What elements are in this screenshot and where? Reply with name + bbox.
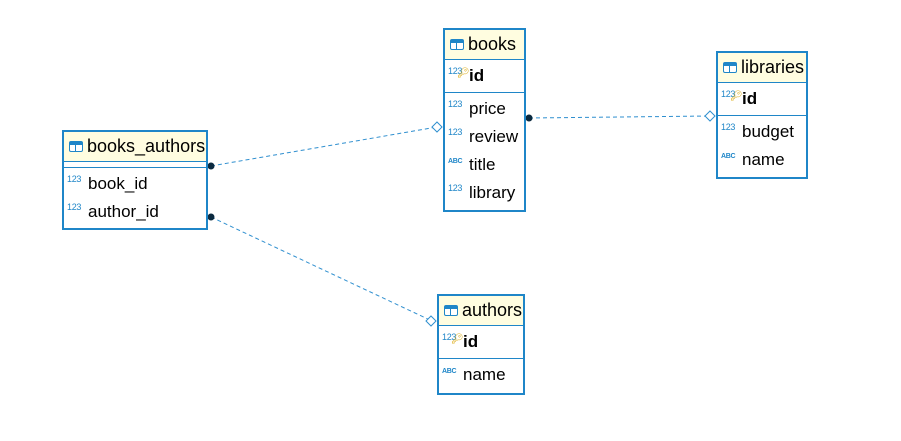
attribute-row[interactable]: 123 author_id [64, 198, 206, 226]
numeric-type-icon: 123 [67, 174, 82, 184]
entity-name: authors [462, 300, 523, 320]
string-type-icon: ABC [448, 157, 463, 165]
attribute-name: price [469, 99, 506, 118]
pk-section: 123🔑︎ id [718, 83, 806, 116]
attribute-name: id [469, 66, 485, 85]
numeric-type-icon: 123 [721, 122, 736, 132]
numeric-type-icon: 123 [67, 202, 82, 212]
attribute-row[interactable]: 123 library [445, 179, 524, 207]
entity-header: books_authors [64, 132, 206, 162]
relation-books-authors-to-books [210, 126, 438, 167]
relation-books-authors-to-authors [210, 216, 433, 322]
entity-libraries[interactable]: libraries 123🔑︎ id 123 budget ABC name [716, 51, 808, 179]
attribute-row[interactable]: 123 review [445, 123, 524, 151]
entity-books-authors[interactable]: books_authors 123 book_id 123 author_id [62, 130, 208, 230]
relation-books-to-libraries [528, 115, 711, 119]
attribute-name: title [469, 155, 496, 174]
pk-section: 123🔑︎ id [445, 60, 524, 93]
numeric-type-icon: 123🔑︎ [721, 89, 743, 102]
relation-end-books-authors-dot-1 [207, 162, 215, 170]
primary-key-row[interactable]: 123🔑︎ id [439, 328, 523, 356]
entity-header: authors [439, 296, 523, 326]
table-icon [450, 39, 464, 50]
attribute-section: 123 price 123 review ABC title 123 libra… [445, 93, 524, 209]
numeric-type-icon: 123🔑︎ [442, 332, 464, 345]
attribute-name: name [742, 150, 785, 169]
relation-end-books-diamond [431, 121, 443, 133]
relation-end-books-dot [525, 114, 533, 122]
attribute-name: author_id [88, 202, 159, 221]
attribute-row[interactable]: ABC title [445, 151, 524, 179]
attribute-name: name [463, 365, 506, 384]
primary-key-row[interactable]: 123🔑︎ id [718, 85, 806, 113]
table-icon [69, 141, 83, 152]
entity-name: libraries [741, 57, 805, 77]
primary-key-row[interactable]: 123🔑︎ id [445, 62, 524, 90]
attribute-name: book_id [88, 174, 148, 193]
attribute-name: budget [742, 122, 794, 141]
entity-header: libraries [718, 53, 806, 83]
relation-end-authors-diamond [425, 315, 437, 327]
attribute-name: id [463, 332, 479, 351]
attribute-row[interactable]: 123 book_id [64, 170, 206, 198]
attribute-section: 123 budget ABC name [718, 116, 806, 176]
entity-name: books_authors [87, 136, 206, 156]
table-icon [723, 62, 737, 73]
attribute-row[interactable]: ABC name [718, 146, 806, 174]
relation-end-libraries-diamond [704, 110, 716, 122]
string-type-icon: ABC [721, 152, 736, 160]
entity-authors[interactable]: authors 123🔑︎ id ABC name [437, 294, 525, 395]
pk-section: 123🔑︎ id [439, 326, 523, 359]
attribute-row[interactable]: 123 budget [718, 118, 806, 146]
attribute-name: review [469, 127, 519, 146]
entity-name: books [468, 34, 517, 54]
attribute-name: library [469, 183, 516, 202]
numeric-type-icon: 123 [448, 183, 463, 193]
entity-books[interactable]: books 123🔑︎ id 123 price 123 review ABC … [443, 28, 526, 212]
key-icon: 🔑︎ [457, 68, 470, 79]
key-icon: 🔑︎ [730, 91, 743, 102]
attribute-row[interactable]: ABC name [439, 361, 523, 389]
string-type-icon: ABC [442, 367, 457, 375]
entity-header: books [445, 30, 524, 60]
attribute-section: 123 book_id 123 author_id [64, 168, 206, 228]
table-icon [444, 305, 458, 316]
numeric-type-icon: 123 [448, 127, 463, 137]
numeric-type-icon: 123 [448, 99, 463, 109]
attribute-row[interactable]: 123 price [445, 95, 524, 123]
numeric-type-icon: 123🔑︎ [448, 66, 470, 79]
key-icon: 🔑︎ [451, 334, 464, 345]
attribute-name: id [742, 89, 758, 108]
pk-section-empty [64, 162, 206, 168]
attribute-section: ABC name [439, 359, 523, 391]
relation-end-books-authors-dot-2 [207, 213, 215, 221]
